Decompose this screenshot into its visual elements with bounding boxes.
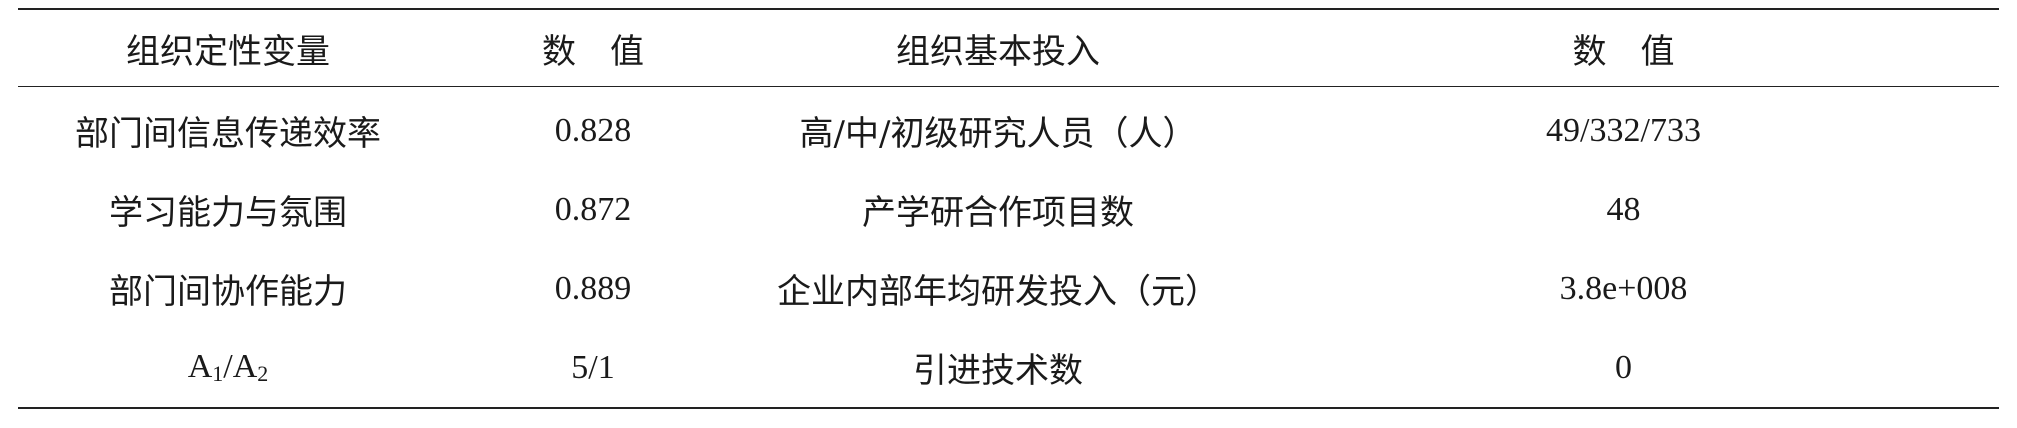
table-row: A1/A2 5/1 引进技术数 0: [18, 328, 1999, 408]
data-table-container: 组织定性变量 数 值 组织基本投入 数 值 部门间信息传递效率 0.828 高/…: [18, 8, 1999, 409]
table-row: 部门间协作能力 0.889 企业内部年均研发投入（元） 3.8e+008: [18, 249, 1999, 328]
header-value-1: 数 值: [542, 31, 644, 72]
row1-variable: 部门间信息传递效率: [75, 114, 381, 154]
row2-input-value: 48: [1606, 190, 1641, 228]
header-row: 组织定性变量 数 值 组织基本投入 数 值: [18, 9, 1999, 87]
row2-variable: 学习能力与氛围: [109, 193, 347, 233]
row3-input: 企业内部年均研发投入（元）: [777, 272, 1219, 312]
row1-value: 0.828: [554, 111, 632, 149]
table-header: 组织定性变量 数 值 组织基本投入 数 值: [18, 9, 1999, 87]
row1-input: 高/中/初级研究人员（人）: [799, 114, 1197, 154]
row3-variable: 部门间协作能力: [109, 272, 347, 312]
row4-input: 引进技术数: [913, 351, 1083, 391]
table-body: 部门间信息传递效率 0.828 高/中/初级研究人员（人） 49/332/733…: [18, 87, 1999, 408]
row2-input: 产学研合作项目数: [862, 193, 1134, 233]
header-value-2: 数 值: [1572, 31, 1675, 72]
row3-value: 0.889: [554, 269, 632, 307]
row4-value: 5/1: [571, 348, 615, 386]
header-basic-input: 组织基本投入: [896, 31, 1100, 72]
row1-input-value: 49/332/733: [1546, 111, 1701, 149]
row3-input-value: 3.8e+008: [1559, 269, 1688, 307]
data-table: 组织定性变量 数 值 组织基本投入 数 值 部门间信息传递效率 0.828 高/…: [18, 8, 1999, 409]
header-qualitative-variable: 组织定性变量: [126, 31, 330, 72]
row4-input-value: 0: [1615, 348, 1632, 386]
row2-value: 0.872: [554, 190, 632, 228]
table-row: 部门间信息传递效率 0.828 高/中/初级研究人员（人） 49/332/733: [18, 87, 1999, 171]
table-row: 学习能力与氛围 0.872 产学研合作项目数 48: [18, 170, 1999, 249]
row4-variable: A1/A2: [187, 348, 269, 386]
